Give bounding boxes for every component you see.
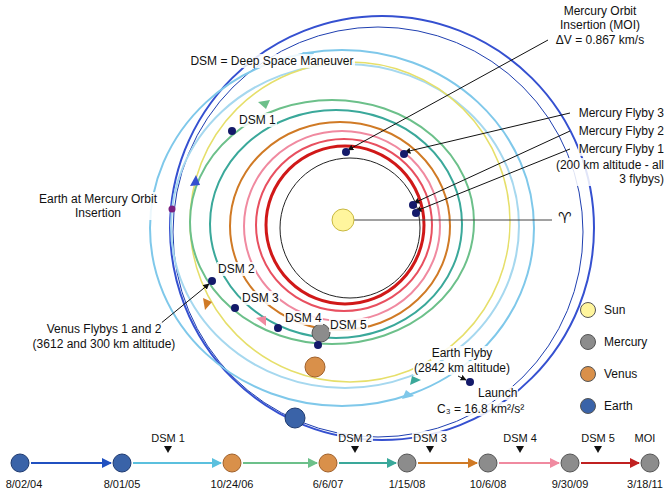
mercury-planet bbox=[312, 324, 330, 342]
aries-symbol: ♈ bbox=[557, 211, 572, 225]
orbits bbox=[150, 16, 594, 440]
legend-text: Earth bbox=[604, 399, 633, 413]
mercury-orbit-red bbox=[266, 146, 424, 304]
timeline-label: DSM 5 bbox=[580, 431, 616, 445]
timeline-label: DSM 4 bbox=[502, 431, 538, 445]
timeline-date: 9/30/09 bbox=[551, 477, 590, 491]
legend-swatch bbox=[580, 334, 596, 350]
timeline-date: 1/15/08 bbox=[388, 477, 427, 491]
maneuver-label: DSM 4 bbox=[284, 311, 323, 325]
legend-text: Sun bbox=[604, 303, 625, 317]
event-dots bbox=[169, 127, 475, 386]
leader-lines bbox=[160, 40, 570, 380]
earth-orbit bbox=[170, 16, 594, 440]
legend-text: Venus bbox=[604, 367, 637, 381]
callout-label: Mercury Flyby 2 bbox=[578, 124, 665, 138]
callout-label: Venus Flybys 1 and 2 bbox=[46, 322, 163, 336]
callout-label: Mercury Flyby 1 bbox=[578, 142, 665, 156]
timeline-date: 8/01/05 bbox=[103, 477, 142, 491]
callout-note: (200 km altitude - all 3 flybys) bbox=[551, 158, 665, 186]
callout-label: Earth Flyby bbox=[431, 346, 494, 360]
transfer-orbit bbox=[150, 50, 534, 406]
callout-note: C₃ = 16.8 km²/s² bbox=[436, 402, 525, 416]
transfer-orbit bbox=[256, 139, 432, 311]
timeline-label: DSM 2 bbox=[337, 431, 373, 445]
transfer-orbit bbox=[230, 122, 450, 330]
callout-note: (2842 km altitude) bbox=[413, 361, 511, 375]
timeline-date: 6/6/07 bbox=[312, 477, 345, 491]
timeline-label: DSM 1 bbox=[150, 431, 186, 445]
transfer-orbit bbox=[190, 100, 474, 344]
maneuver-label: DSM 1 bbox=[238, 113, 277, 127]
legend-swatch bbox=[580, 366, 596, 382]
legend-note: DSM = Deep Space Maneuver bbox=[189, 54, 354, 68]
timeline bbox=[11, 446, 659, 472]
earth-planet bbox=[285, 408, 305, 428]
timeline-label: DSM 3 bbox=[412, 431, 448, 445]
venus-planet bbox=[305, 357, 325, 377]
direction-arrows bbox=[190, 52, 421, 399]
callout-label: Earth at Mercury Orbit Insertion bbox=[37, 192, 159, 220]
maneuver-label: DSM 2 bbox=[217, 262, 256, 276]
callout-note: (3612 and 300 km altitude) bbox=[32, 337, 177, 351]
legend-swatch bbox=[580, 302, 596, 318]
venus-orbit bbox=[190, 62, 510, 382]
sun bbox=[332, 209, 354, 231]
timeline-date: 10/24/06 bbox=[210, 477, 255, 491]
callout-label: Mercury Orbit Insertion (MOI) bbox=[543, 4, 657, 32]
timeline-date: 8/02/04 bbox=[5, 477, 44, 491]
legend-swatch bbox=[580, 398, 596, 414]
legend-text: Mercury bbox=[604, 335, 647, 349]
callout-value: ΔV = 0.867 km/s bbox=[555, 33, 645, 47]
maneuver-label: DSM 3 bbox=[241, 291, 280, 305]
timeline-date: 3/18/11 bbox=[626, 477, 664, 491]
timeline-label: MOI bbox=[634, 431, 657, 445]
timeline-date: 10/6/08 bbox=[469, 477, 508, 491]
callout-label: Mercury Flyby 3 bbox=[578, 106, 665, 120]
vernal-equinox-line bbox=[354, 220, 552, 221]
callout-label: Launch bbox=[477, 386, 518, 400]
transfer-orbit bbox=[210, 110, 462, 338]
maneuver-label: DSM 5 bbox=[329, 318, 368, 332]
mercury-orbit bbox=[280, 158, 420, 298]
